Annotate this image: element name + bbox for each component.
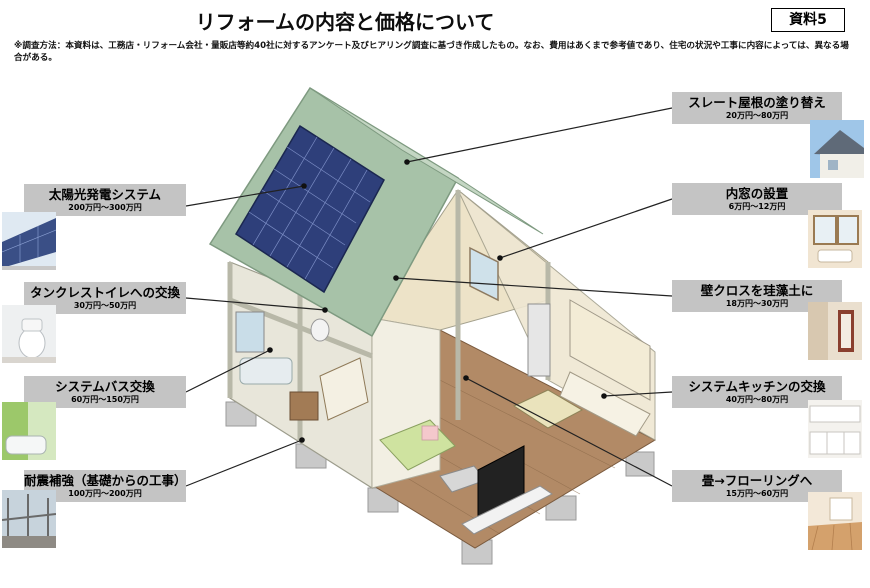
survey-note: ※調査方法：本資料は、工務店・リフォーム会社・量販店等約40社に対するアンケート… [14,41,849,63]
photo-system-bath [2,402,56,460]
label-seismic-reinforcement: 耐震補強（基礎からの工事） 100万円～200万円 [24,470,187,502]
toilet [310,318,330,342]
dining-table [512,389,584,429]
label-inner-window-name: 内窓の設置 [725,186,789,201]
bed [319,357,369,421]
photo-slate-roof-house [810,120,864,178]
label-solar-power: 太陽光発電システム 200万円～300万円 [24,184,186,216]
window-left [235,311,265,353]
photo-solar-roof [2,212,56,270]
refrigerator [527,303,551,377]
photo-flooring-room [808,492,862,550]
roof-ridge [309,87,544,235]
label-tankless-toilet-name: タンクレストイレへの交換 [29,285,180,300]
cushion [421,425,439,441]
label-system-bath-price: 60万円～150万円 [71,395,139,404]
tv-stand [461,485,553,535]
label-slate-roof-name: スレート屋根の塗り替え [688,95,826,110]
photo-diatomaceous-wall [808,302,862,360]
kitchen-cabinets [569,299,651,401]
bathtub [239,357,293,385]
label-diatomaceous-wall-name: 壁クロスを珪藻土に [700,283,814,298]
photo-tankless-toilet [2,305,56,363]
label-system-kitchen-name: システムキッチンの交換 [688,379,826,394]
label-slate-roof-price: 20万円～80万円 [725,111,789,120]
photo-system-kitchen [808,400,862,458]
label-tankless-toilet: タンクレストイレへの交換 30万円～50万円 [24,282,186,314]
label-slate-roof: スレート屋根の塗り替え 20万円～80万円 [672,92,842,124]
window-inner [469,246,499,302]
label-tankless-toilet-price: 30万円～50万円 [73,301,137,310]
leader-lines [185,107,673,487]
photo-foundation-work [2,490,56,548]
label-seismic-reinforcement-price: 100万円～200万円 [68,489,142,498]
label-solar-power-name: 太陽光発電システム [48,187,162,202]
photo-inner-window-room [808,210,862,268]
label-inner-window: 内窓の設置 6万円～12万円 [672,183,842,215]
solar-panel [234,124,385,294]
label-solar-power-price: 200万円～300万円 [68,203,142,212]
label-inner-window-price: 6万円～12万円 [728,202,786,211]
document-number-box: 資料5 [771,8,845,32]
label-system-kitchen-price: 40万円～80万円 [725,395,789,404]
label-tatami-to-flooring-price: 15万円～60万円 [725,489,789,498]
label-diatomaceous-wall-price: 18万円～30万円 [725,299,789,308]
label-seismic-reinforcement-name: 耐震補強（基礎からの工事） [24,473,187,488]
desk [289,391,319,421]
label-tatami-to-flooring-name: 畳→フローリングへ [701,473,813,488]
kitchen-counter [559,371,651,437]
page-title: リフォームの内容と価格について [195,10,495,34]
right-wall [457,189,656,441]
label-system-bath-name: システムバス交換 [55,379,155,394]
